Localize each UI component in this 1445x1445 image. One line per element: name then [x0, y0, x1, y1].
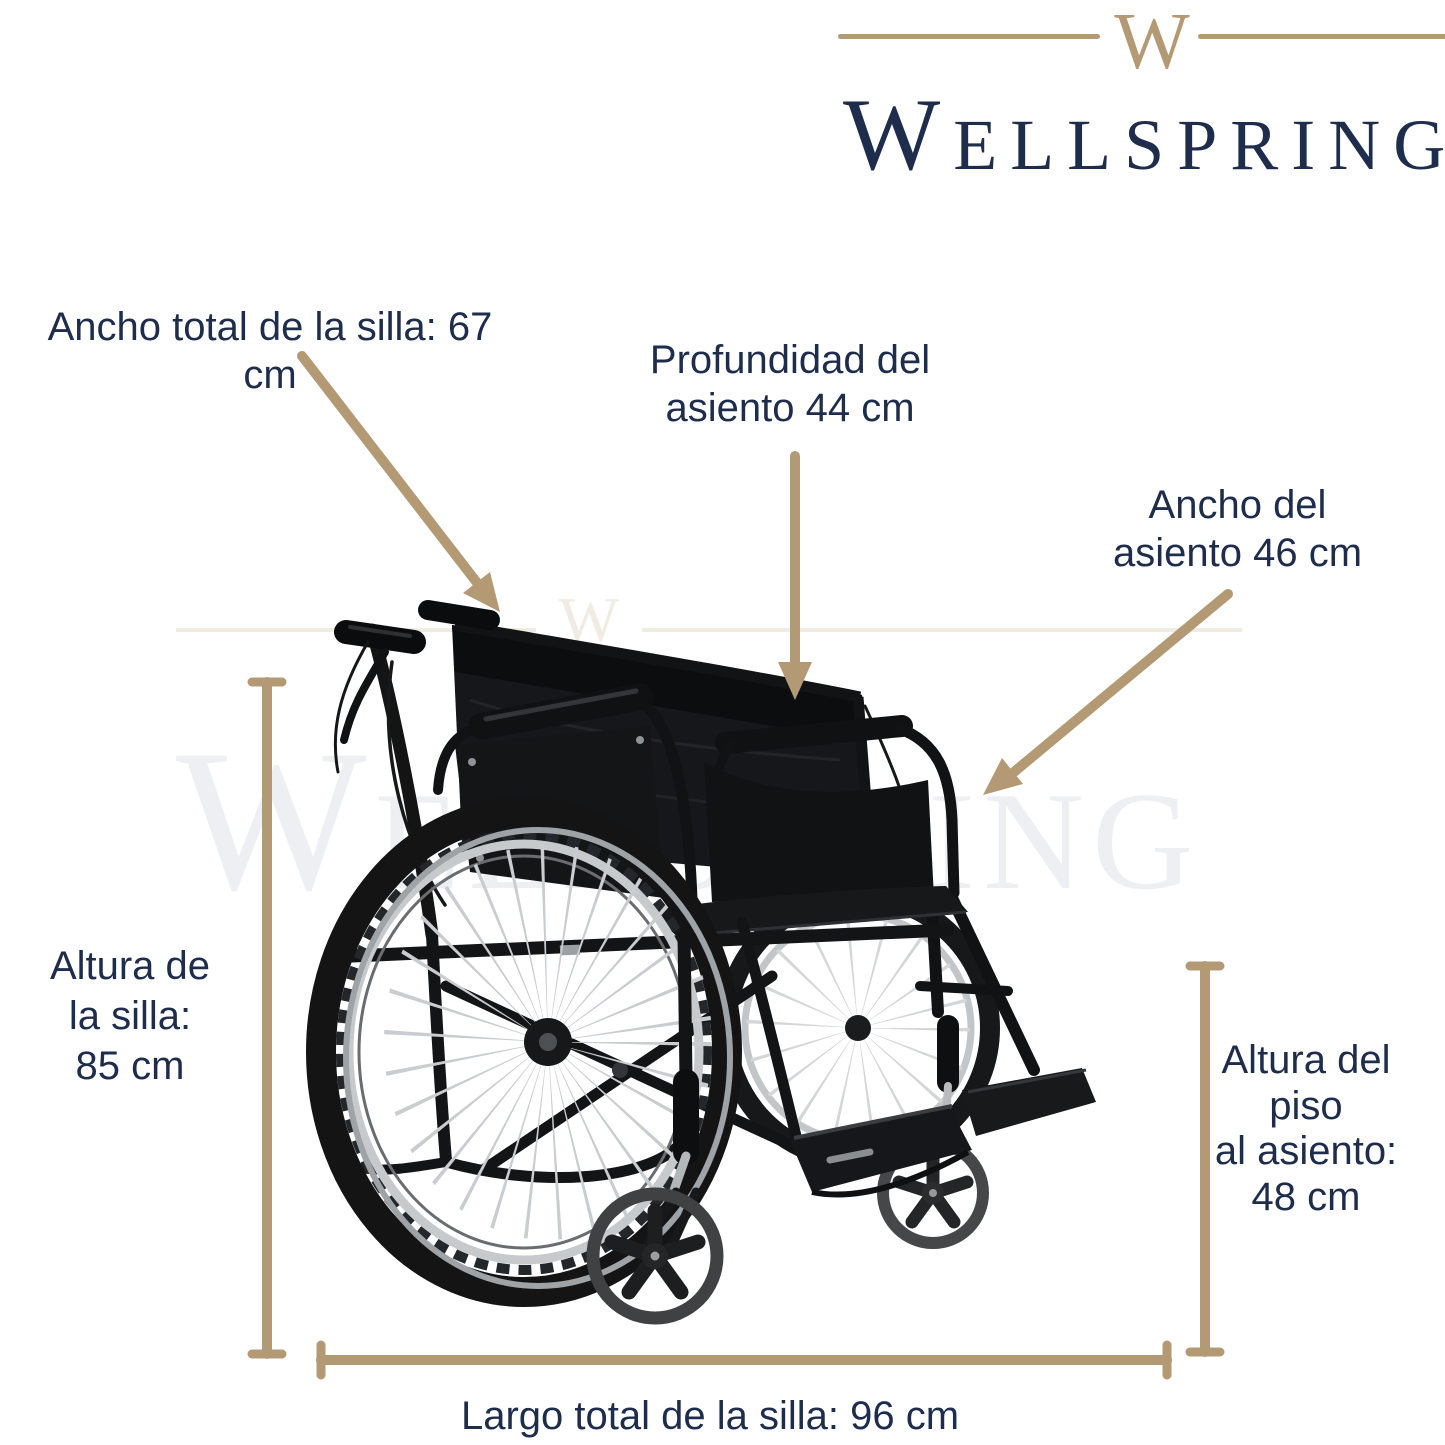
watermark-monogram: W — [558, 584, 620, 655]
label-floor-to-seat-line2: piso — [1269, 1083, 1343, 1128]
label-chair-height: Altura de la silla: 85 cm — [15, 941, 245, 1091]
label-total-width: Ancho total de la silla: 67 cm — [47, 305, 493, 397]
total-length-measure-line — [316, 1340, 1172, 1380]
label-seat-width-line2: asiento 46 cm — [1112, 531, 1363, 575]
brand-rule-left — [838, 34, 1100, 39]
near-footplate — [790, 1104, 972, 1198]
front-caster-wheel-icon — [586, 1187, 724, 1325]
brand-wordmark: WELLSPRING — [843, 78, 1445, 192]
label-floor-to-seat-line4: 48 cm — [1251, 1174, 1361, 1219]
label-seat-width: Ancho del asiento 46 cm — [1080, 481, 1395, 577]
label-total-length: Largo total de la silla: 96 cm — [460, 1394, 960, 1438]
brand-rule-right — [1198, 34, 1445, 39]
watermark-wordmark: WELLSPRING — [176, 708, 1202, 932]
watermark-rule-left — [176, 628, 536, 632]
folding-cross-brace — [357, 929, 812, 1183]
label-seat-depth: Profundidad del asiento 44 cm — [630, 336, 950, 432]
seat-depth-arrow — [778, 451, 812, 700]
far-footplate — [962, 1068, 1096, 1136]
label-seat-depth-line2: asiento 44 cm — [665, 386, 915, 430]
brand-monogram: W — [1114, 0, 1190, 86]
label-seat-width-line1: Ancho del — [1148, 483, 1327, 527]
label-chair-height-line2: la silla: — [68, 994, 192, 1038]
label-chair-height-line1: Altura de — [49, 944, 211, 988]
label-floor-to-seat-line3: al asiento: — [1214, 1129, 1398, 1174]
label-seat-depth-line1: Profundidad del — [649, 338, 931, 382]
label-chair-height-line3: 85 cm — [75, 1044, 185, 1088]
label-floor-to-seat-line1: Altura del — [1221, 1038, 1391, 1082]
label-floor-to-seat-height: Altura del piso al asiento: 48 cm — [1196, 1038, 1416, 1220]
watermark-rule-right — [642, 628, 1242, 632]
far-caster-wheel-icon — [877, 1137, 989, 1249]
front-frame — [643, 916, 802, 1255]
